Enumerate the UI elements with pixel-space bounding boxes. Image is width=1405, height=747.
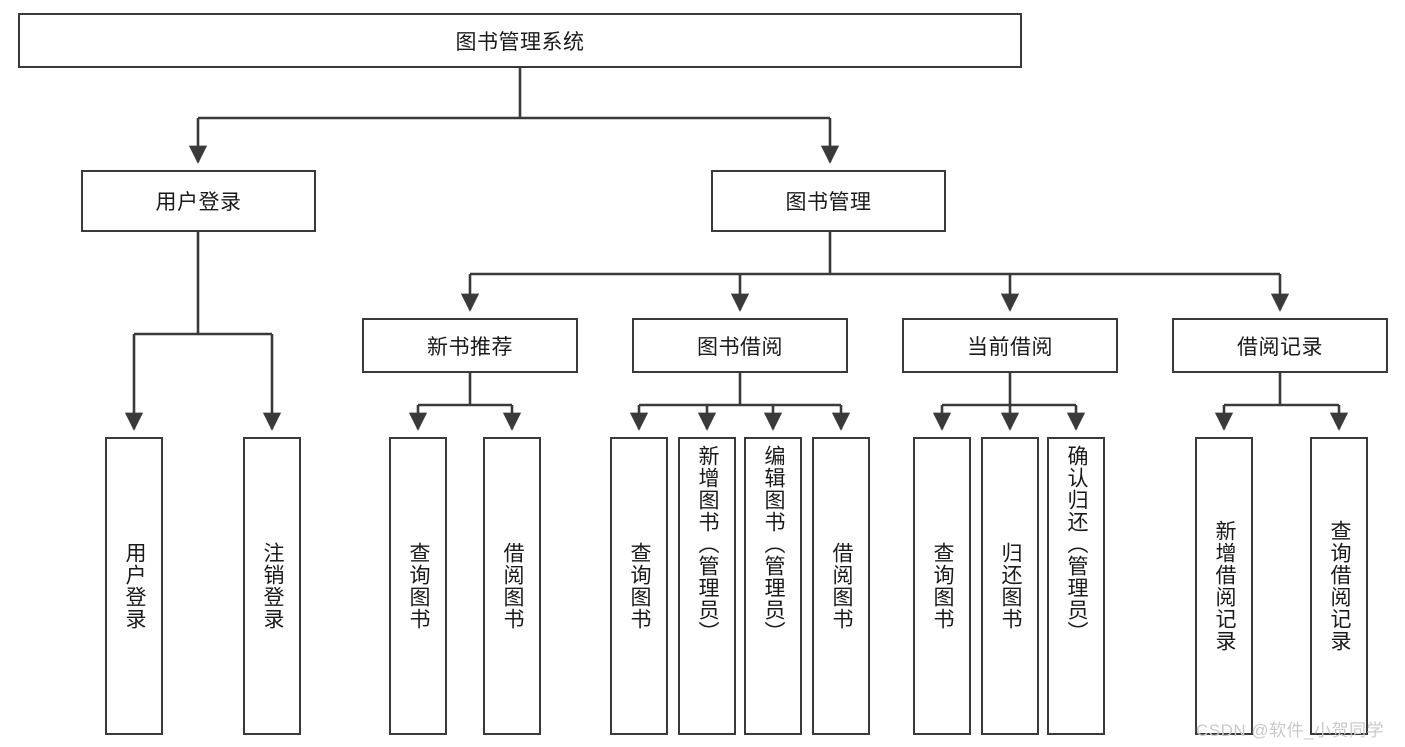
node-leaf-3[interactable]: 借阅图书 xyxy=(483,437,541,735)
node-level2-0[interactable]: 用户登录 xyxy=(81,170,316,232)
node-leaf-2[interactable]: 查询图书 xyxy=(389,437,447,735)
node-level3-0[interactable]: 新书推荐 xyxy=(362,318,578,373)
node-leaf-4[interactable]: 查询图书 xyxy=(610,437,668,735)
node-leaf-5[interactable]: 新增图书（管理员） xyxy=(678,437,736,735)
node-leaf-11[interactable]: 新增借阅记录 xyxy=(1195,437,1253,735)
node-leaf-0[interactable]: 用户登录 xyxy=(105,437,163,735)
node-root[interactable]: 图书管理系统 xyxy=(18,13,1022,68)
node-level3-2[interactable]: 当前借阅 xyxy=(902,318,1118,373)
node-leaf-10[interactable]: 确认归还（管理员） xyxy=(1047,437,1105,735)
node-level2-1[interactable]: 图书管理 xyxy=(711,170,946,232)
node-level3-1[interactable]: 图书借阅 xyxy=(632,318,848,373)
node-leaf-6[interactable]: 编辑图书（管理员） xyxy=(744,437,802,735)
node-leaf-7[interactable]: 借阅图书 xyxy=(812,437,870,735)
node-level3-3[interactable]: 借阅记录 xyxy=(1172,318,1388,373)
node-leaf-8[interactable]: 查询图书 xyxy=(913,437,971,735)
node-leaf-12[interactable]: 查询借阅记录 xyxy=(1310,437,1368,735)
node-leaf-1[interactable]: 注销登录 xyxy=(243,437,301,735)
node-leaf-9[interactable]: 归还图书 xyxy=(981,437,1039,735)
